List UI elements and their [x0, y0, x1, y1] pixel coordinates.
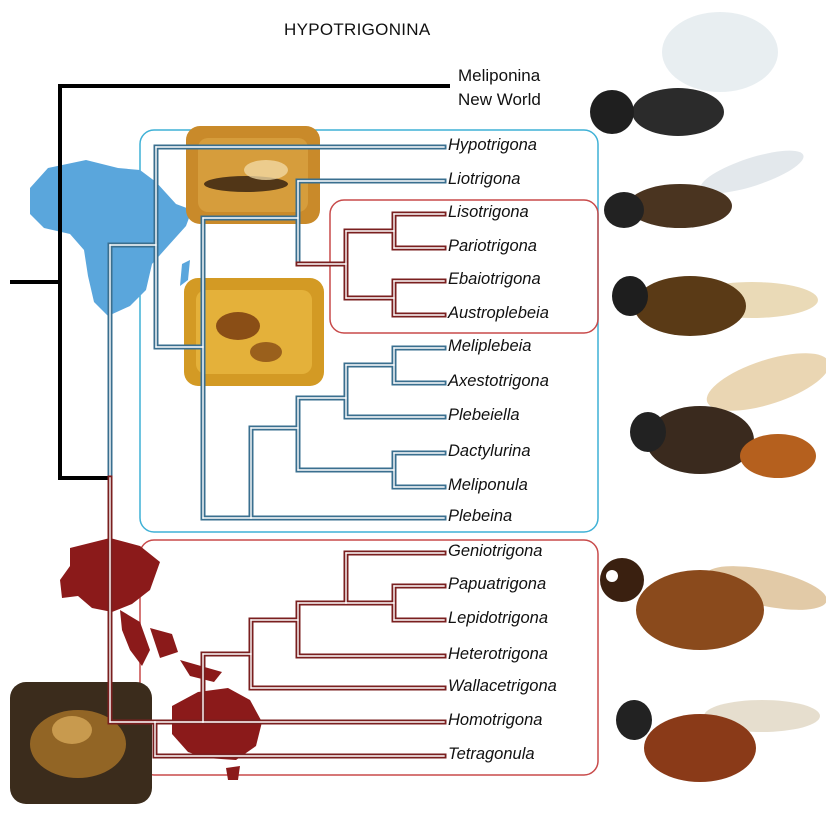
taxon-label: Austroplebeia: [448, 304, 549, 323]
bee-icon: [612, 276, 818, 336]
bee-icon: [604, 142, 808, 228]
taxon-label: Meliplebeia: [448, 337, 531, 356]
taxon-label: Plebeiella: [448, 406, 520, 425]
taxon-label: Hypotrigona: [448, 136, 537, 155]
taxon-label: Meliponula: [448, 476, 528, 495]
taxon-label: Tetragonula: [448, 745, 535, 764]
taxon-label: Liotrigona: [448, 170, 520, 189]
taxon-label: Homotrigona: [448, 711, 542, 730]
bee-icon: [630, 341, 826, 478]
taxon-label: Pariotrigona: [448, 237, 537, 256]
taxon-label: Geniotrigona: [448, 542, 542, 561]
bee-icon: [590, 12, 778, 136]
taxon-label: Lepidotrigona: [448, 609, 548, 628]
taxon-label: Wallacetrigona: [448, 677, 557, 696]
bee-icon: [600, 558, 826, 650]
taxon-label: Papuatrigona: [448, 575, 546, 594]
taxon-label: Plebeina: [448, 507, 512, 526]
taxon-label: Axestotrigona: [448, 372, 549, 391]
taxon-label: Heterotrigona: [448, 645, 548, 664]
taxon-label: Dactylurina: [448, 442, 531, 461]
taxon-label: Lisotrigona: [448, 203, 529, 222]
bee-icon: [616, 700, 820, 782]
taxon-label: Ebaiotrigona: [448, 270, 541, 289]
amber-fossil-icon: [10, 682, 152, 804]
